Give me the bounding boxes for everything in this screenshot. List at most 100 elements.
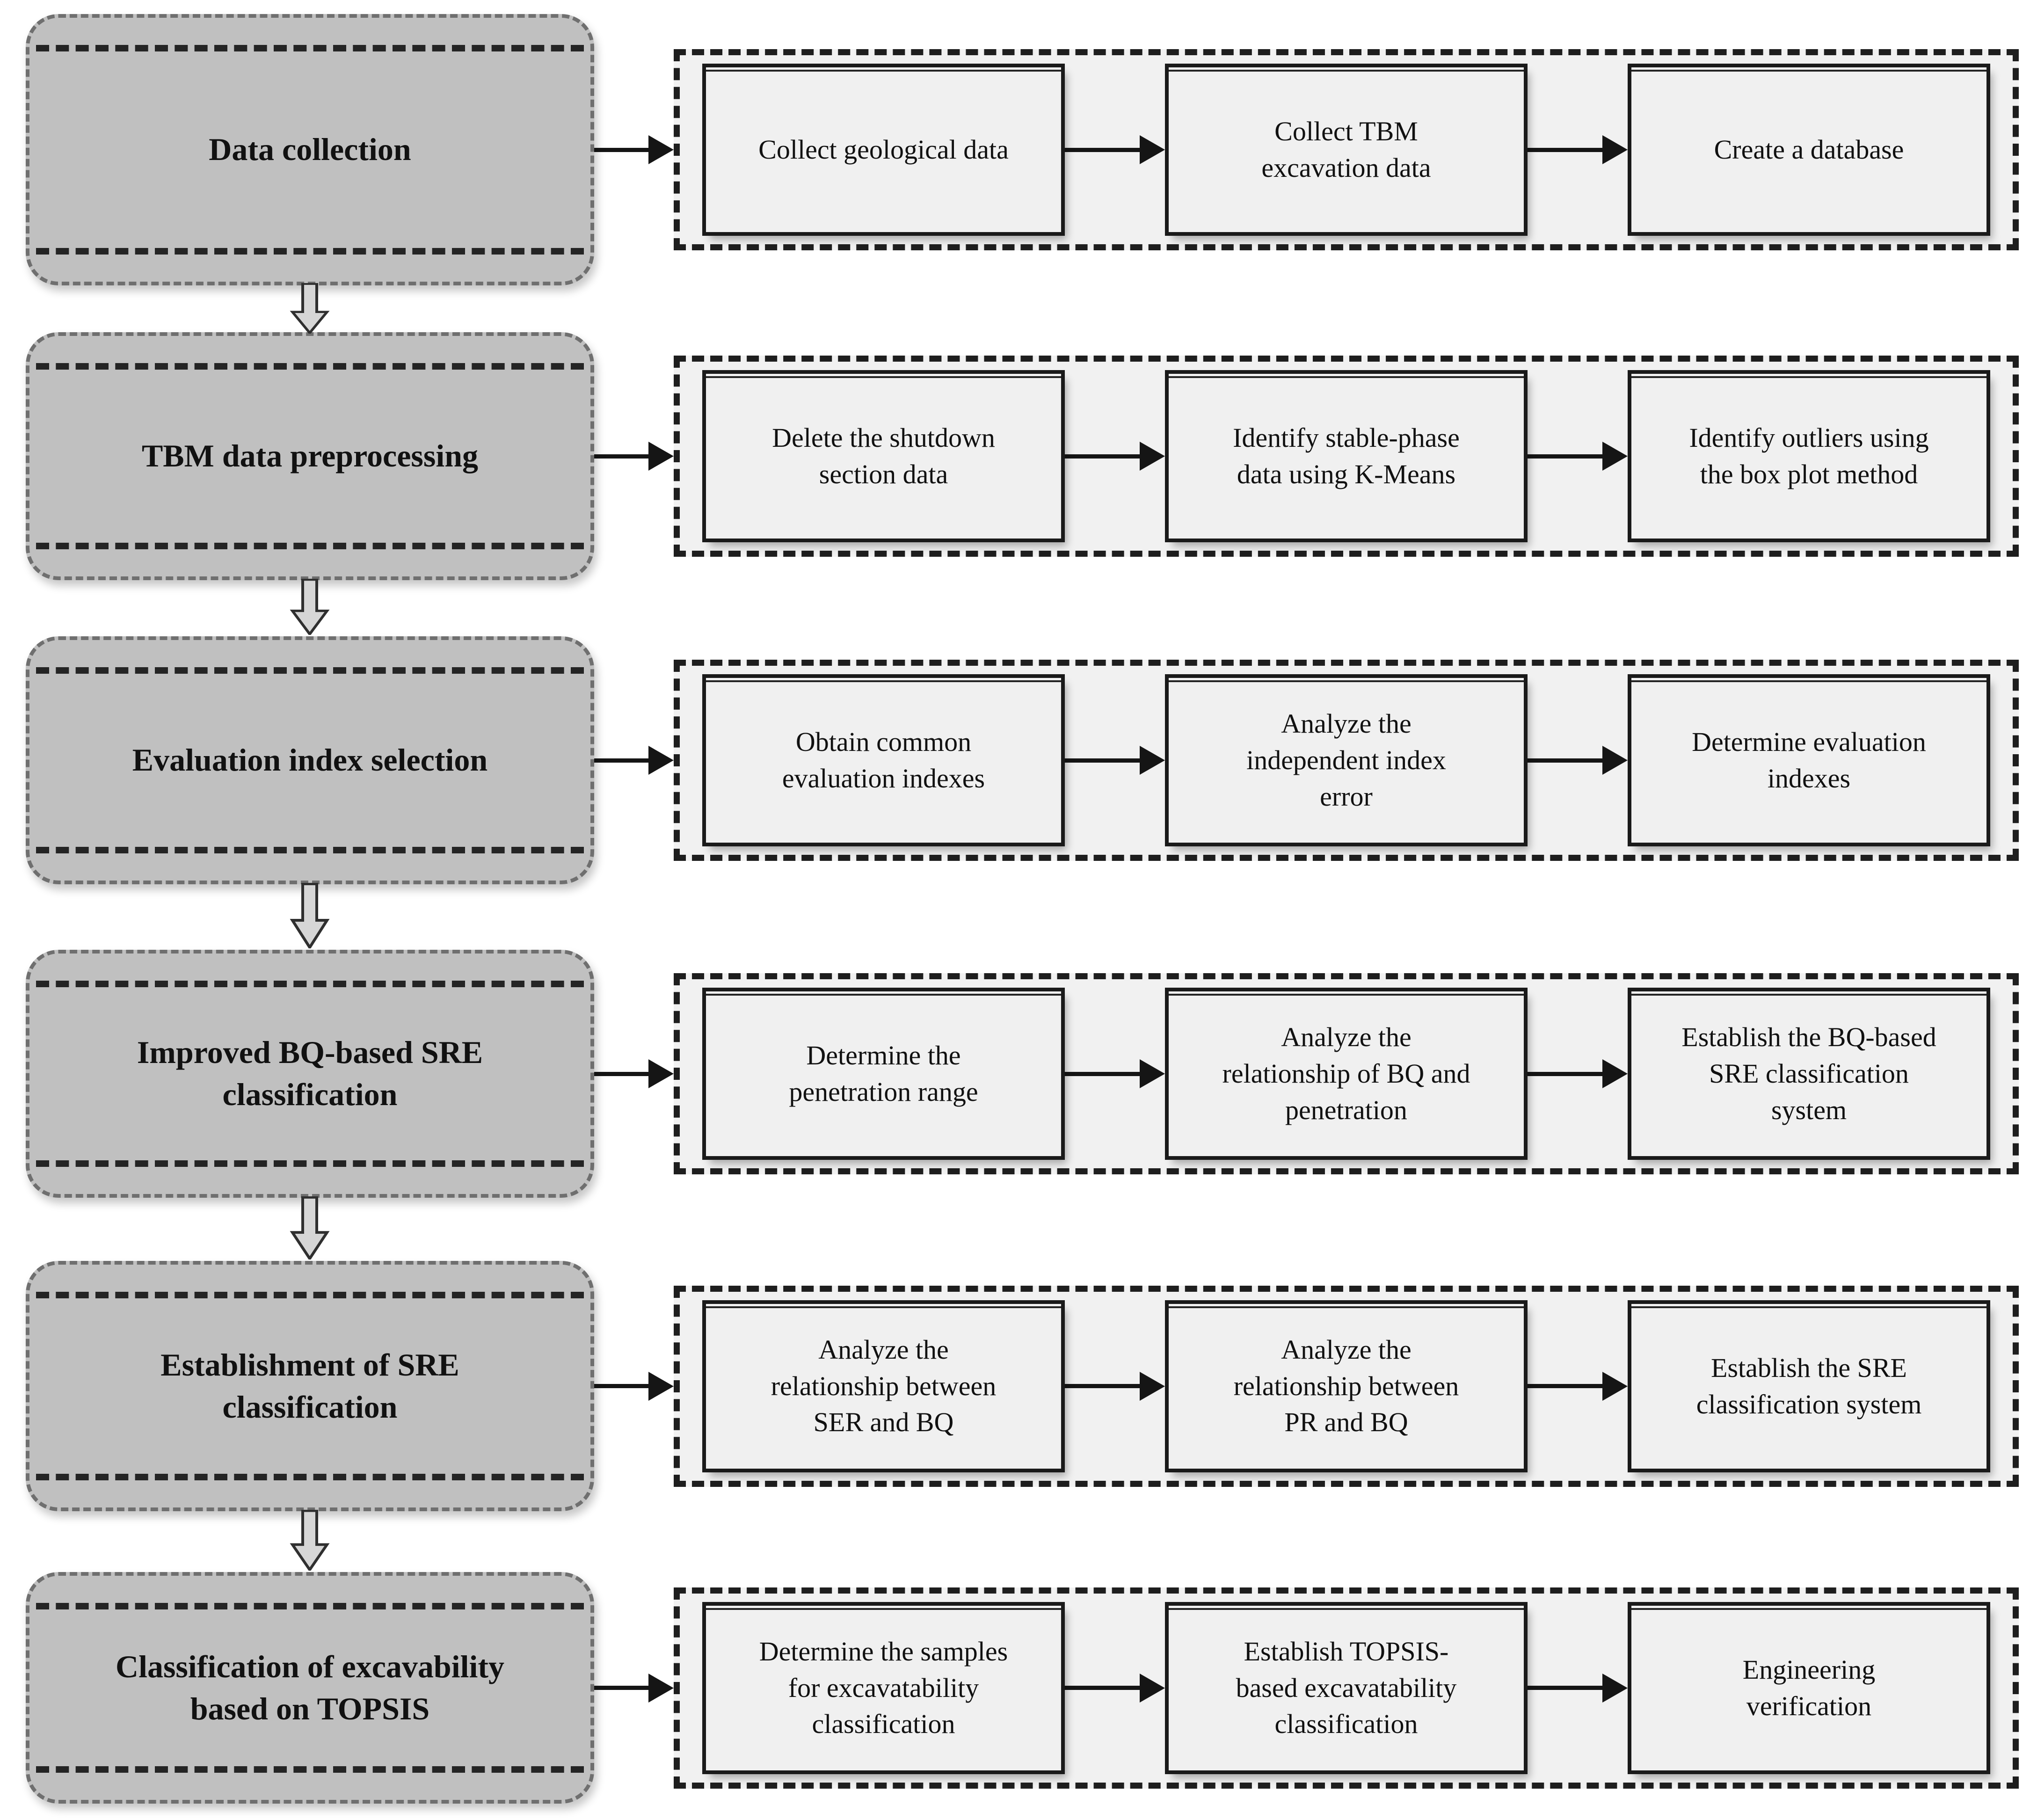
step-text: Analyze the independent index error	[1246, 708, 1446, 812]
right-arrow-icon	[1065, 442, 1165, 471]
stage-label: Classification of excavability based on …	[115, 1648, 505, 1726]
steps-container: Collect geological data Collect TBM exca…	[674, 49, 2019, 250]
step-text: Analyze the relationship between PR and …	[1233, 1334, 1459, 1438]
step-box: Engineering verification	[1628, 1602, 1990, 1774]
arrow-head	[1602, 746, 1628, 775]
stage-label: Improved BQ-based SRE classification	[137, 1034, 483, 1112]
step-text: Delete the shutdown section data	[772, 422, 995, 489]
stage-box-bq-sre-classification: Improved BQ-based SRE classification	[26, 950, 594, 1198]
arrow-shaft	[594, 758, 649, 763]
right-arrow-icon	[1528, 442, 1628, 471]
step-text: Create a database	[1714, 134, 1904, 165]
arrow-shaft	[1528, 147, 1603, 152]
step-text: Establish TOPSIS- based excavatability c…	[1236, 1636, 1457, 1740]
stage-label: Evaluation index selection	[132, 742, 488, 778]
step-text: Determine evaluation indexes	[1692, 727, 1926, 794]
step-box: Analyze the independent index error	[1165, 674, 1528, 846]
right-arrow-icon	[594, 135, 674, 164]
arrow-head	[1602, 1371, 1628, 1401]
step-box: Determine the samples for excavatability…	[702, 1602, 1065, 1774]
right-arrow-icon	[594, 1371, 674, 1401]
arrow-head	[648, 1059, 674, 1088]
flow-row-bq-sre-classification: Improved BQ-based SRE classification Det…	[26, 950, 2019, 1198]
stage-label: Establishment of SRE classification	[160, 1347, 459, 1425]
right-arrow-icon	[1528, 1673, 1628, 1703]
right-arrow-icon	[594, 442, 674, 471]
step-text: Collect geological data	[758, 134, 1009, 165]
stage-box-sre-establishment: Establishment of SRE classification	[26, 1261, 594, 1511]
arrow-head	[1602, 135, 1628, 164]
flow-row-sre-establishment: Establishment of SRE classification Anal…	[26, 1261, 2019, 1511]
flow-row-topsis-classification: Classification of excavability based on …	[26, 1572, 2019, 1804]
stage-label: TBM data preprocessing	[141, 438, 479, 474]
arrow-head	[1140, 746, 1165, 775]
arrow-shaft	[594, 1384, 649, 1388]
step-text: Identify stable-phase data using K-Means	[1233, 422, 1460, 489]
step-box: Analyze the relationship between SER and…	[702, 1300, 1065, 1472]
step-text: Analyze the relationship of BQ and penet…	[1222, 1022, 1470, 1125]
arrow-shaft	[1528, 1071, 1603, 1076]
arrow-shaft	[1065, 1686, 1141, 1690]
down-arrow-icon	[290, 883, 330, 948]
right-arrow-icon	[1065, 1371, 1165, 1401]
step-box: Create a database	[1628, 64, 1990, 236]
step-box: Analyze the relationship between PR and …	[1165, 1300, 1528, 1472]
step-box: Identify stable-phase data using K-Means	[1165, 370, 1528, 542]
step-text: Determine the samples for excavatability…	[759, 1636, 1008, 1740]
arrow-shaft	[1528, 1686, 1603, 1690]
step-text: Determine the penetration range	[789, 1040, 978, 1107]
right-arrow-icon	[594, 1673, 674, 1703]
step-box: Analyze the relationship of BQ and penet…	[1165, 988, 1528, 1160]
arrow-head	[1140, 442, 1165, 471]
arrow-shaft	[594, 1686, 649, 1690]
arrow-head	[1140, 135, 1165, 164]
step-box: Establish the SRE classification system	[1628, 1300, 1990, 1472]
arrow-shaft	[1528, 454, 1603, 459]
step-box: Establish the BQ-based SRE classificatio…	[1628, 988, 1990, 1160]
stage-label: Data collection	[209, 131, 411, 167]
arrow-shaft	[594, 454, 649, 459]
step-box: Delete the shutdown section data	[702, 370, 1065, 542]
arrow-shaft	[1065, 454, 1141, 459]
step-text: Obtain common evaluation indexes	[782, 727, 985, 794]
step-text: Analyze the relationship between SER and…	[771, 1334, 997, 1438]
arrow-shaft	[1065, 1071, 1141, 1076]
right-arrow-icon	[1065, 1059, 1165, 1088]
step-box: Determine the penetration range	[702, 988, 1065, 1160]
right-arrow-icon	[1065, 746, 1165, 775]
down-arrow-icon	[290, 283, 330, 334]
arrow-shaft	[1065, 147, 1141, 152]
arrow-shaft	[1528, 758, 1603, 763]
right-arrow-icon	[1065, 1673, 1165, 1703]
stage-box-evaluation-index: Evaluation index selection	[26, 636, 594, 884]
step-box: Collect TBM excavation data	[1165, 64, 1528, 236]
right-arrow-icon	[1528, 1371, 1628, 1401]
steps-container: Determine the samples for excavatability…	[674, 1587, 2019, 1789]
steps-container: Analyze the relationship between SER and…	[674, 1285, 2019, 1487]
right-arrow-icon	[1528, 1059, 1628, 1088]
step-box: Obtain common evaluation indexes	[702, 674, 1065, 846]
arrow-head	[648, 135, 674, 164]
step-text: Establish the BQ-based SRE classificatio…	[1681, 1022, 1936, 1125]
down-arrow-icon	[290, 579, 330, 635]
step-text: Collect TBM excavation data	[1261, 116, 1431, 183]
step-box: Collect geological data	[702, 64, 1065, 236]
step-box: Identify outliers using the box plot met…	[1628, 370, 1990, 542]
steps-container: Obtain common evaluation indexes Analyze…	[674, 660, 2019, 861]
arrow-head	[1140, 1059, 1165, 1088]
flow-row-tbm-preprocessing: TBM data preprocessing Delete the shutdo…	[26, 332, 2019, 580]
right-arrow-icon	[1528, 135, 1628, 164]
arrow-shaft	[1065, 758, 1141, 763]
right-arrow-icon	[1528, 746, 1628, 775]
arrow-head	[648, 746, 674, 775]
stage-box-data-collection: Data collection	[26, 14, 594, 285]
arrow-head	[1602, 1673, 1628, 1703]
arrow-shaft	[1528, 1384, 1603, 1388]
steps-container: Determine the penetration range Analyze …	[674, 973, 2019, 1174]
flow-row-data-collection: Data collection Collect geological data …	[26, 14, 2019, 285]
step-text: Identify outliers using the box plot met…	[1689, 422, 1929, 489]
steps-container: Delete the shutdown section data Identif…	[674, 356, 2019, 557]
stage-box-topsis-classification: Classification of excavability based on …	[26, 1572, 594, 1804]
arrow-head	[648, 1371, 674, 1401]
